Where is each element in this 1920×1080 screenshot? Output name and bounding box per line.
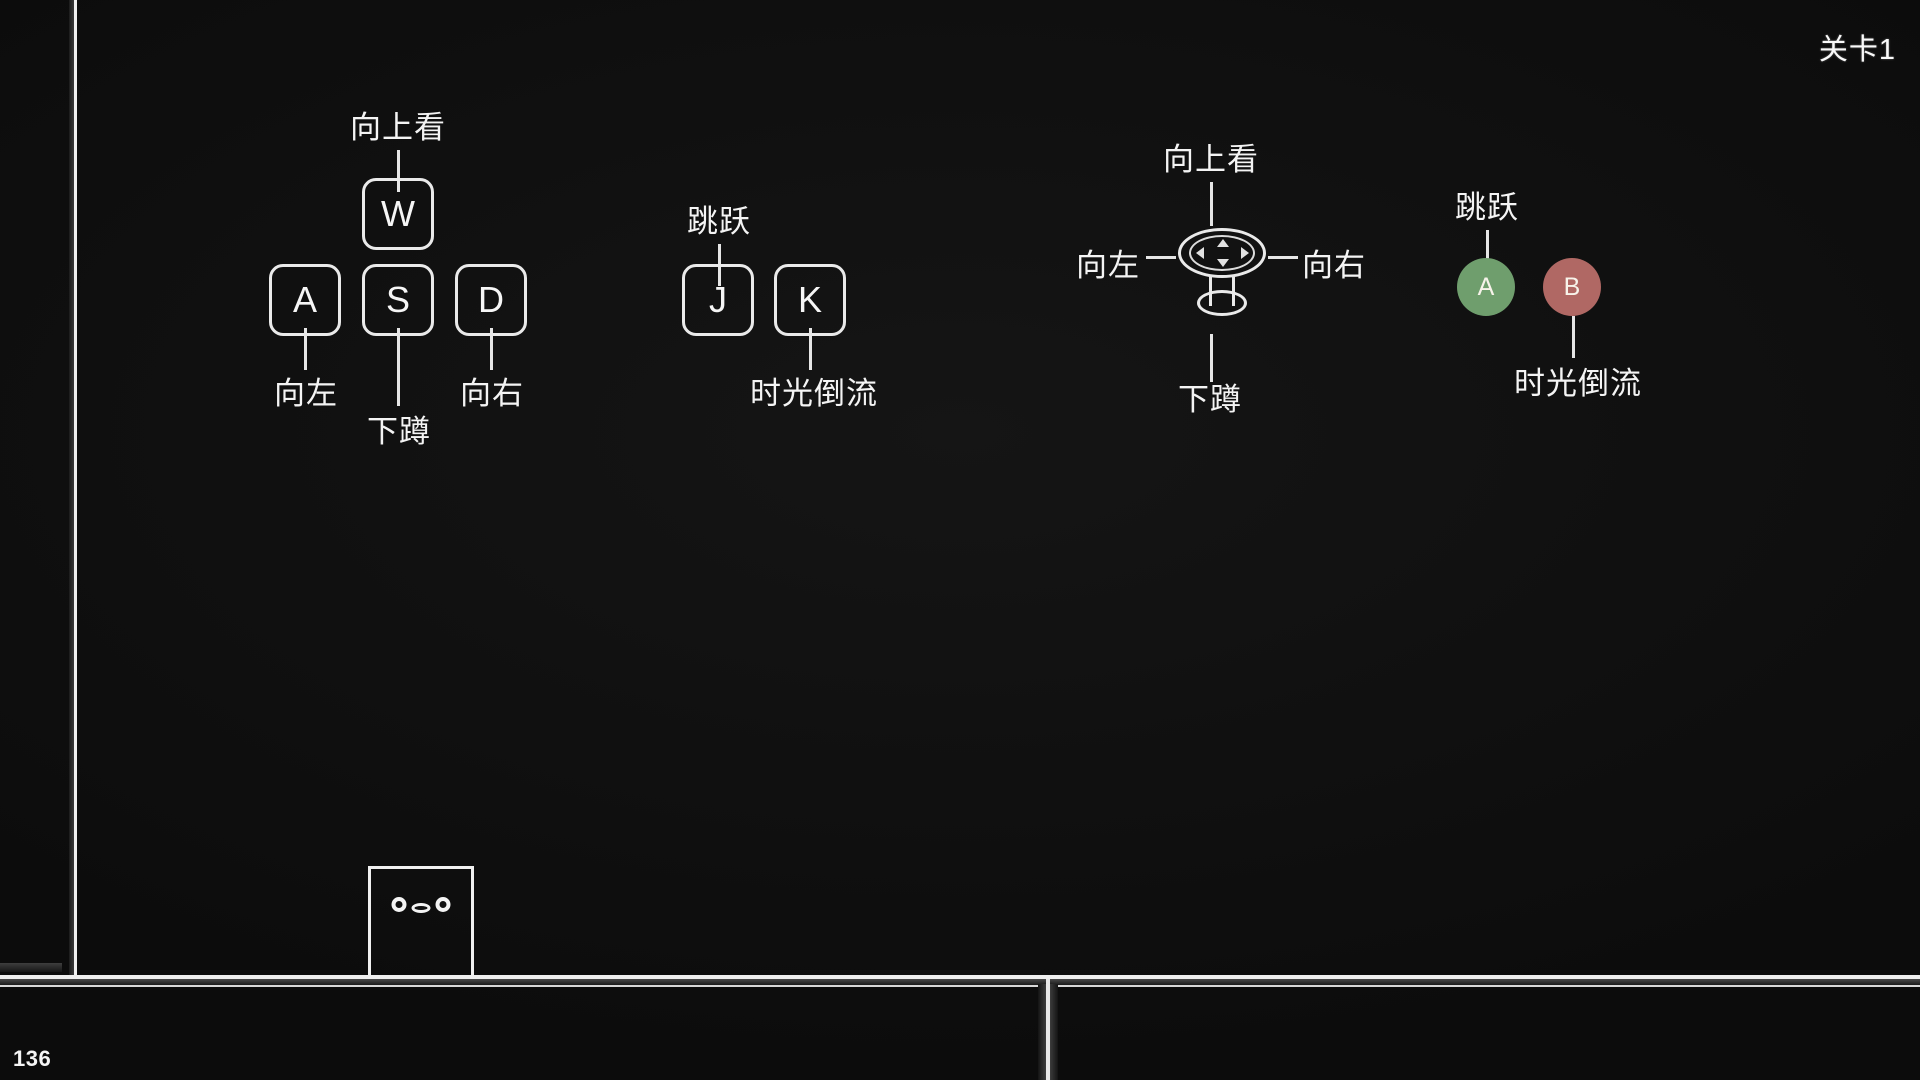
key-a[interactable]: A [269,264,341,336]
stick-up-label: 向上看 [1163,142,1259,177]
joystick-right-arrow-icon [1241,247,1249,259]
pad-b-connector [1572,316,1575,358]
player-mouth [411,903,431,913]
joystick-inner-ring [1189,235,1255,271]
ground-platform [0,975,1920,979]
key-w[interactable]: W [362,178,434,250]
player-character [368,866,474,978]
wasd-down-connector [397,328,400,406]
pad-a-label: 跳跃 [1455,190,1519,225]
left-wall [74,0,77,979]
pit-divider-shadow-left [1038,984,1046,1080]
joystick-icon[interactable] [1178,228,1266,338]
ground-platform-underside [0,979,1920,985]
joystick-up-arrow-icon [1217,239,1229,247]
pit-divider-wall [1046,979,1050,1080]
stick-right-connector [1268,256,1298,259]
stick-down-connector [1210,334,1213,382]
player-eye-right [435,896,451,912]
joystick-base [1197,290,1247,316]
key-k[interactable]: K [774,264,846,336]
stick-left-connector [1146,256,1176,259]
joystick-down-arrow-icon [1217,259,1229,267]
wasd-left-label: 向左 [274,376,338,411]
key-j[interactable]: J [682,264,754,336]
pit-divider-shadow-right [1050,984,1058,1080]
stick-left-label: 向左 [1076,248,1140,283]
key-j-label: 跳跃 [687,204,751,239]
ground-highlight-line [0,985,1920,987]
joystick-outer-ring [1178,228,1266,278]
stick-down-label: 下蹲 [1178,382,1242,417]
player-eye-left [391,896,407,912]
stick-right-label: 向右 [1302,248,1366,283]
pad-button-a[interactable]: A [1457,258,1515,316]
player-face-icon [391,895,451,913]
joystick-left-arrow-icon [1196,247,1204,259]
stick-up-connector [1210,182,1213,226]
pad-b-label: 时光倒流 [1514,366,1642,401]
key-d[interactable]: D [455,264,527,336]
left-wall-shadow [69,0,74,979]
key-s[interactable]: S [362,264,434,336]
wasd-down-label: 下蹲 [367,414,431,449]
frame-counter: 136 [13,1046,52,1071]
wasd-right-label: 向右 [460,376,524,411]
pad-button-b[interactable]: B [1543,258,1601,316]
level-indicator: 关卡1 [1818,34,1896,66]
left-ledge-stub [0,963,62,972]
wasd-up-label: 向上看 [350,110,446,145]
key-k-action-label: 时光倒流 [750,376,878,411]
